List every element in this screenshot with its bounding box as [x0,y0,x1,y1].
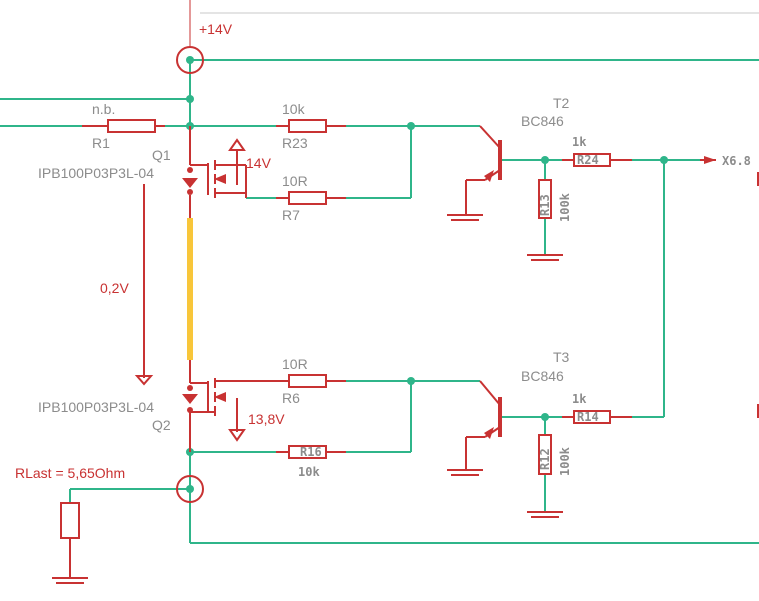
r6-name: R6 [282,390,300,406]
load-probe-symbol: RLast = 5,65Ohm [15,465,204,503]
r6-value: 10R [282,356,308,372]
q1-name: Q1 [152,147,171,163]
r16-value: 10k [298,465,320,479]
r12-value: 100k [558,446,572,476]
r23-value: 10k [282,101,306,117]
resistor-r12: R12 100k [538,434,572,476]
r1-value: n.b. [92,101,115,117]
r24-value: 1k [572,135,587,149]
nets [0,0,759,544]
r7-value: 10R [282,173,308,189]
t2-part: BC846 [521,113,564,129]
supply-label: +14V [199,21,233,37]
t3-part: BC846 [521,368,564,384]
load-label: RLast = 5,65Ohm [15,465,125,481]
q1-voltage: 14V [246,155,272,171]
r13-name: R13 [538,194,552,216]
q2-voltage: 13,8V [248,411,285,427]
resistor-r23: 10k R23 [276,101,346,151]
q1-voltage-arrow: 14V [228,138,272,185]
supply-14v-symbol: +14V [176,21,233,74]
transistor-t3: T3 BC846 [465,349,570,470]
r7-name: R7 [282,207,300,223]
resistor-r14: 1k R14 [562,392,632,424]
resistor-r7: 10R R7 [276,173,346,223]
t2-name: T2 [553,95,570,111]
r16-name: R16 [300,445,322,459]
r14-value: 1k [572,392,587,406]
t3-name: T3 [553,349,570,365]
mosfet-q1: Q1 IPB100P03P3L-04 [38,126,247,218]
connector-x6-8: X6.8 [700,154,751,168]
resistor-r16: R16 10k [276,445,346,479]
junctions [186,56,668,493]
r12-name: R12 [538,448,552,470]
q2-voltage-arrow: 13,8V [228,398,285,442]
resistor-r1: n.b. R1 [82,101,165,151]
mosfet-q2: IPB100P03P3L-04 Q2 [38,360,276,452]
r14-name: R14 [577,410,599,424]
r13-value: 100k [558,192,572,222]
transistor-t2: T2 BC846 [465,95,570,215]
vds-arrow: 0,2V [100,184,154,386]
resistor-r13: R13 100k [538,179,572,222]
resistor-r6: 10R R6 [276,356,346,406]
q1-part: IPB100P03P3L-04 [38,165,154,181]
r23-name: R23 [282,135,308,151]
r1-name: R1 [92,135,110,151]
q2-name: Q2 [152,417,171,433]
q2-part: IPB100P03P3L-04 [38,399,154,415]
resistor-rlast [60,502,80,578]
vds-label: 0,2V [100,280,129,296]
connector-label: X6.8 [722,154,751,168]
resistor-r24: 1k R24 [562,135,632,167]
r24-name: R24 [577,153,599,167]
